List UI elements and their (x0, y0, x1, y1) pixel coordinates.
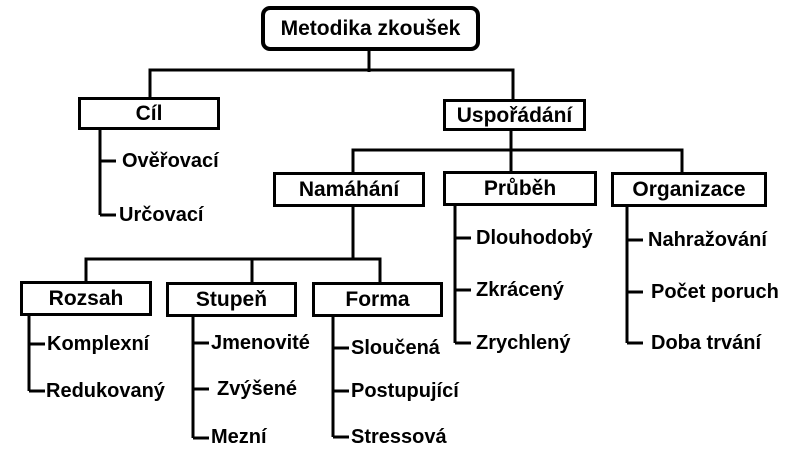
leaf-urcovaci: Určovací (119, 204, 204, 226)
leaf-zkraceny: Zkrácený (476, 279, 564, 301)
node-prubeh: Průběh (443, 171, 597, 206)
leaf-komplexni: Komplexní (47, 333, 150, 355)
node-cil: Cíl (78, 97, 220, 130)
node-rozsah: Rozsah (20, 281, 152, 316)
node-forma: Forma (312, 282, 443, 317)
node-stupen: Stupeň (166, 282, 297, 317)
leaf-zvysene: Zvýšené (217, 378, 298, 400)
leaf-sloucena: Sloučená (351, 337, 440, 359)
leaf-postupujici: Postupující (351, 380, 459, 402)
node-usporadani: Uspořádání (443, 99, 586, 131)
node-organizace: Organizace (611, 172, 767, 207)
leaf-pocet-poruch: Počet poruch (651, 281, 779, 303)
leaf-doba-trvani: Doba trvání (651, 332, 762, 354)
node-namahani: Namáhání (273, 172, 425, 207)
leaf-overovaci: Ověřovací (122, 150, 219, 172)
leaf-jmenovite: Jmenovité (211, 332, 310, 354)
leaf-zrychleny: Zrychlený (476, 332, 571, 354)
node-metodika-zkousek: Metodika zkoušek (261, 6, 480, 51)
leaf-dlouhodoby: Dlouhodobý (476, 227, 593, 249)
leaf-stressova: Stressová (351, 426, 447, 448)
leaf-mezni: Mezní (211, 426, 267, 448)
leaf-redukovany: Redukovaný (46, 380, 165, 402)
leaf-nahrazovani: Nahražování (648, 229, 767, 251)
